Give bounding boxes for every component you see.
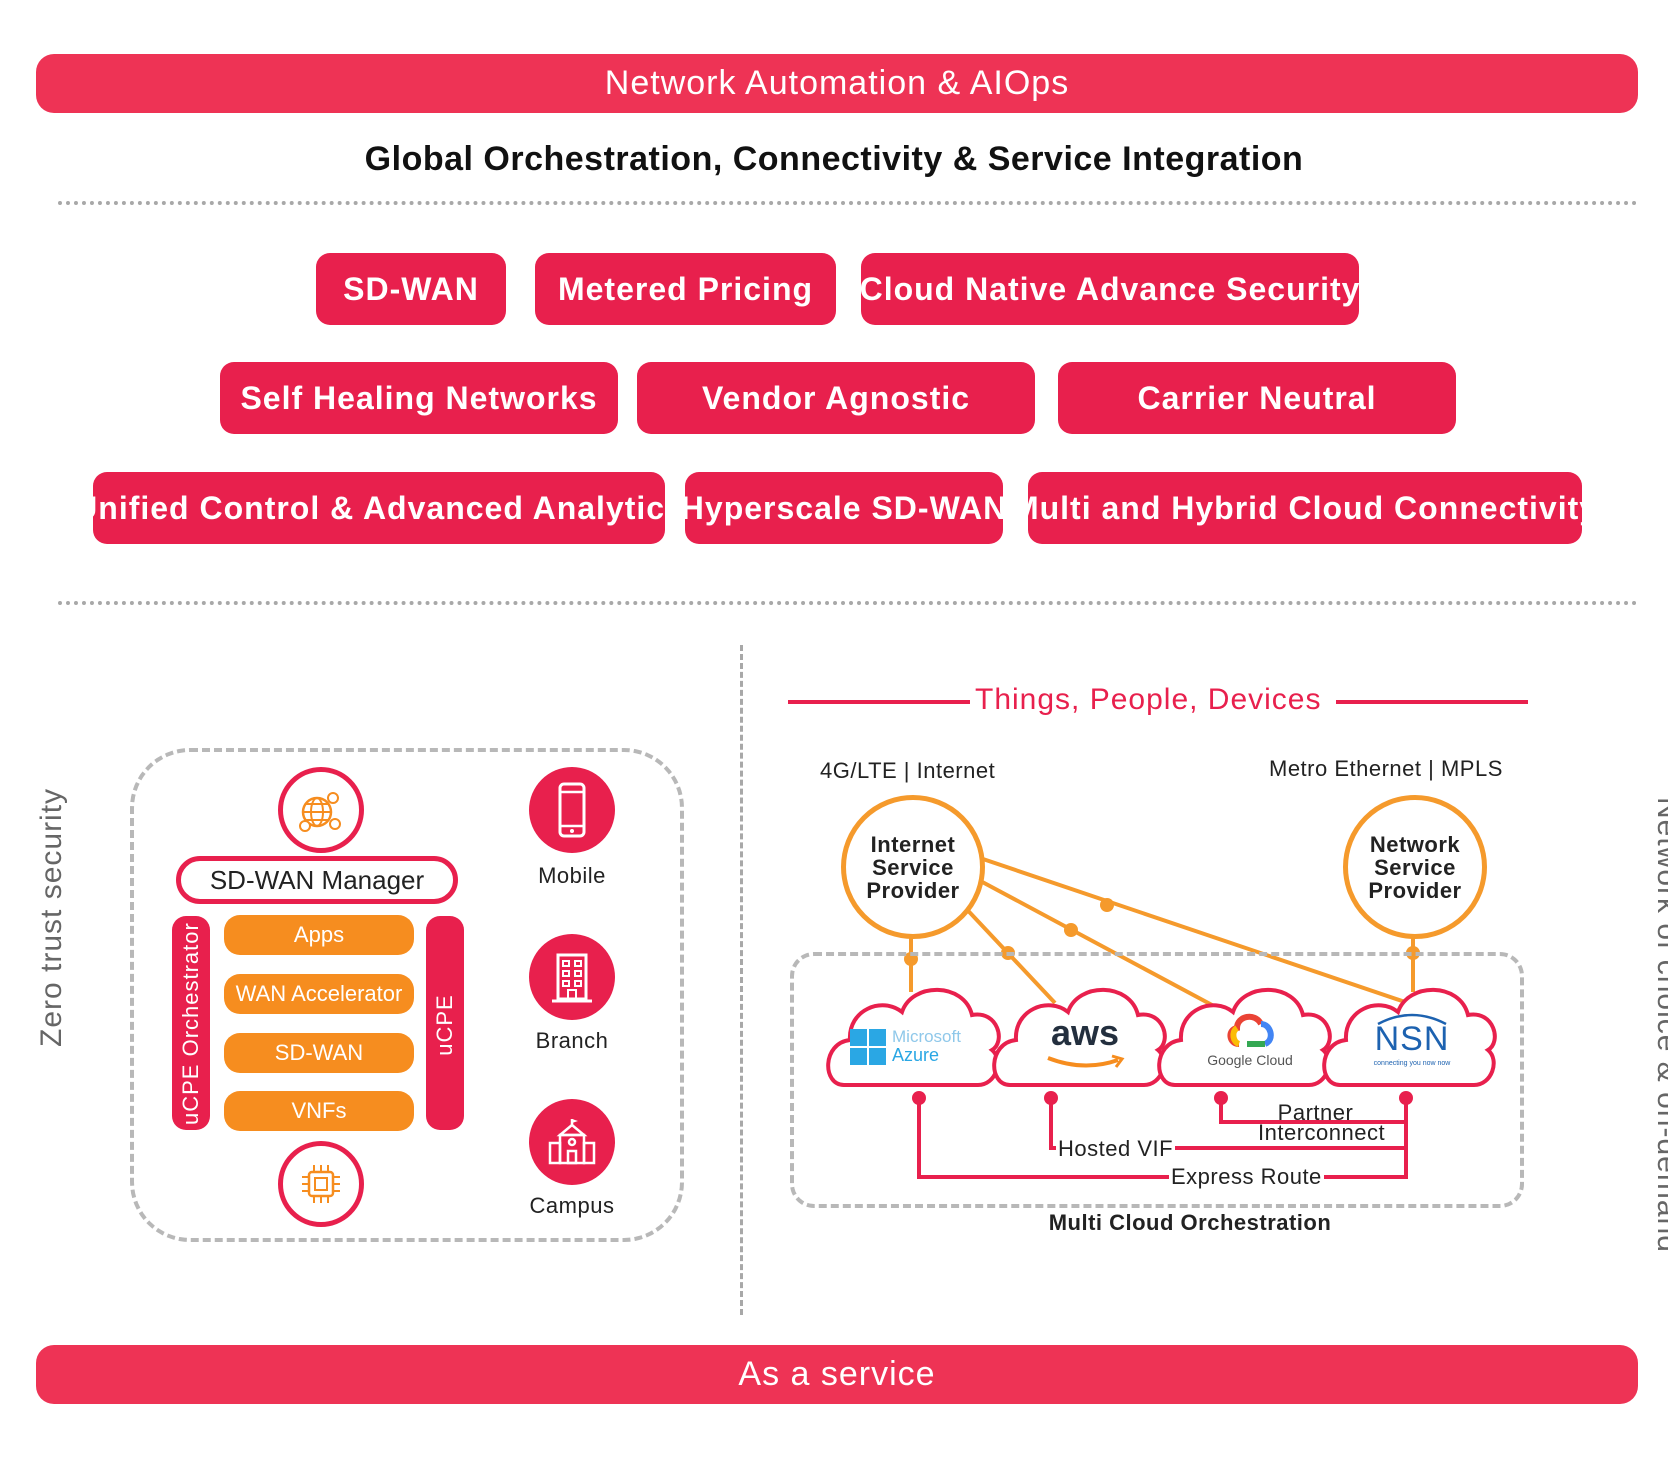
nsn-text: NSN: [1374, 1020, 1450, 1058]
office-building-icon: [529, 934, 615, 1020]
mobile-phone-icon: [529, 767, 615, 853]
function-pill-vnfs: VNFs: [224, 1091, 414, 1131]
multi-cloud-orchestration-label: Multi Cloud Orchestration: [1048, 1210, 1332, 1235]
banner-title: Network Automation & AIOps: [604, 64, 1070, 102]
divider-top: [58, 201, 1638, 205]
nsn-arc-icon: [1377, 1013, 1447, 1026]
school-building-icon: [529, 1099, 615, 1185]
google-cloud-icon: [1227, 1013, 1274, 1047]
things-title: Things, People, Devices: [975, 683, 1322, 716]
microsoft-azure-logo: Microsoft Azure: [850, 1027, 980, 1073]
windows-icon: [850, 1029, 886, 1065]
feature-pill: Cloud Native Advance Security: [860, 253, 1359, 325]
feature-pill: Vendor Agnostic: [637, 362, 1035, 434]
azure-line2: Azure: [892, 1045, 940, 1065]
partner-interconnect-label: Partner Interconnect: [1258, 1100, 1386, 1145]
page-subtitle: Global Orchestration, Connectivity & Ser…: [364, 140, 1304, 178]
internet-service-provider: Internet Service Provider: [841, 795, 985, 939]
feature-pill: Hyperscale SD-WAN: [681, 472, 1006, 544]
ucpe-orchestrator-bar: [172, 916, 210, 1130]
hosted-vif-label: Hosted VIF: [1056, 1136, 1176, 1162]
device-label-branch: Branch: [535, 1028, 609, 1053]
bottom-banner: As a service: [36, 1345, 1638, 1404]
divider-middle: [58, 601, 1638, 605]
google-cloud-text: Google Cloud: [1207, 1052, 1293, 1068]
nsp-label: Network Service Provider: [1368, 831, 1462, 903]
multi-cloud-group: [790, 952, 1524, 1208]
left-access-label: 4G/LTE | Internet: [820, 758, 996, 783]
aws-logo: aws: [1040, 1012, 1130, 1072]
right-access-label: Metro Ethernet | MPLS: [1269, 756, 1503, 781]
function-pill-apps: Apps: [224, 915, 414, 955]
express-route-label: Express Route: [1169, 1164, 1324, 1190]
divider-vertical: [740, 645, 743, 1315]
function-pill-sdwan: SD-WAN: [224, 1033, 414, 1073]
nsn-logo: NSN connecting you now now: [1362, 1012, 1462, 1072]
nsn-tagline: connecting you now now: [1373, 1060, 1451, 1067]
feature-pill: Metered Pricing: [535, 253, 836, 325]
globe-network-icon: [278, 767, 364, 853]
aws-text: aws: [1050, 1012, 1120, 1053]
isp-label: Internet Service Provider: [866, 831, 960, 903]
ucpe-bar: [426, 916, 464, 1130]
sdwan-manager: SD-WAN Manager: [176, 856, 458, 904]
chip-icon: [278, 1141, 364, 1227]
footer-banner-text: As a service: [738, 1355, 936, 1393]
device-label-campus: Campus: [529, 1193, 615, 1218]
top-banner: Network Automation & AIOps: [36, 54, 1638, 113]
function-pill-wan-accelerator: WAN Accelerator: [224, 974, 414, 1014]
feature-pill: Self Healing Networks: [220, 362, 618, 434]
feature-pill: SD-WAN: [316, 253, 506, 325]
aws-smile-icon: [1047, 1054, 1125, 1068]
network-service-provider: Network Service Provider: [1343, 795, 1487, 939]
azure-line1: Microsoft: [892, 1027, 961, 1046]
sdwan-group: [130, 748, 684, 1242]
device-label-mobile: Mobile: [538, 863, 606, 888]
google-cloud-logo: Google Cloud: [1195, 1010, 1305, 1074]
sdwan-manager-label: SD-WAN Manager: [209, 864, 425, 895]
feature-pill: Carrier Neutral: [1058, 362, 1456, 434]
feature-pill: Multi and Hybrid Cloud Connectivity: [1012, 472, 1597, 544]
feature-pill: Unified Control & Advanced Analytics: [74, 472, 683, 544]
